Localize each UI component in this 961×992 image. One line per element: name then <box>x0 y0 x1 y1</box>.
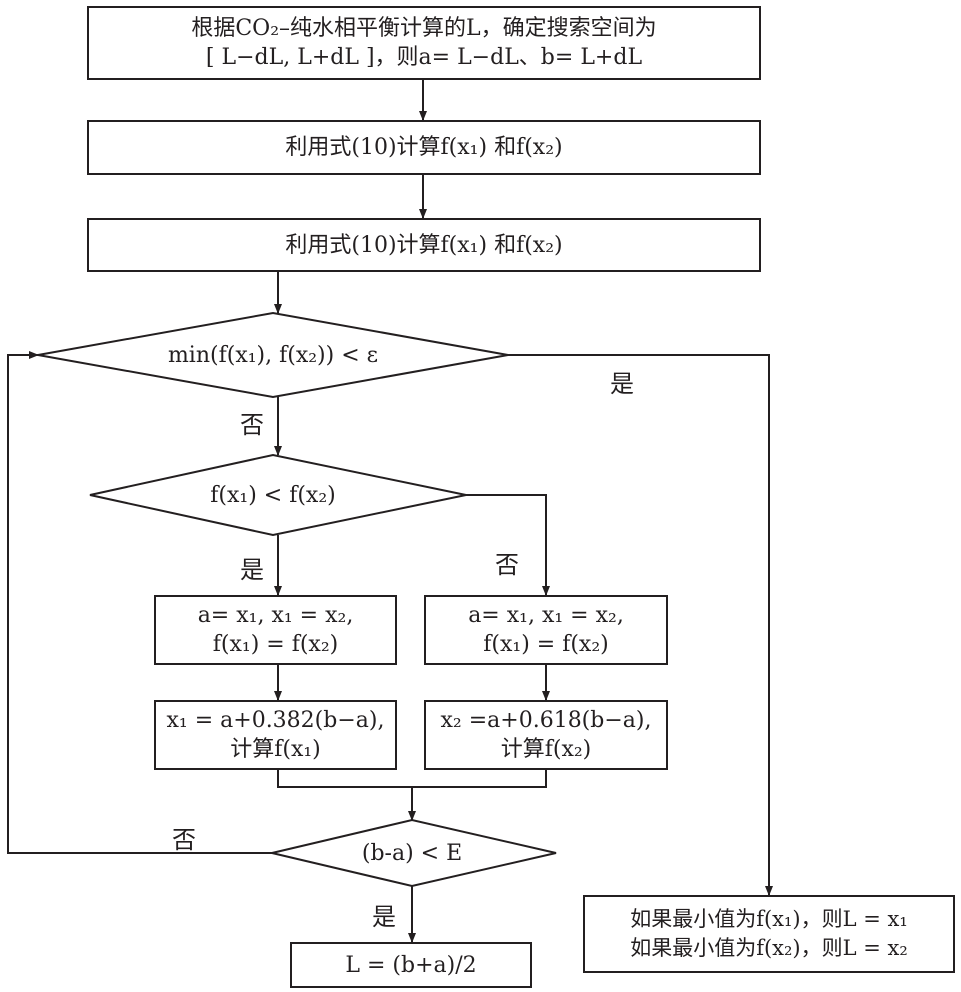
label-yes-converge: 是 <box>372 903 396 931</box>
converge-text: (b-a) < E <box>361 840 463 866</box>
final-box: L = (b+a)/2 <box>290 942 532 988</box>
label-no-min: 否 <box>240 411 264 439</box>
label-yes-min: 是 <box>610 370 634 398</box>
label-no-compare: 否 <box>495 551 519 579</box>
left-recalc-line2: 计算f(x₁) <box>230 737 321 762</box>
left-recalc-line1: x₁ = a+0.382(b−a), <box>166 708 385 733</box>
init-line1: 根据CO₂–纯水相平衡计算的L，确定搜索空间为 <box>191 16 657 41</box>
calc-box-2-text: 利用式(10)计算f(x₁) 和f(x₂) <box>285 232 563 258</box>
min-check-text: min(f(x₁), f(x₂)) < ε <box>167 342 379 368</box>
right-update-line1: a= x₁, x₁ = x₂, <box>468 603 624 628</box>
calc-box-2: 利用式(10)计算f(x₁) 和f(x₂) <box>87 218 761 272</box>
result-line2: 如果最小值为f(x₂)，则L = x₂ <box>630 936 908 960</box>
compare-text: f(x₁) < f(x₂) <box>210 482 336 508</box>
init-box: 根据CO₂–纯水相平衡计算的L，确定搜索空间为 [ L−dL, L+dL ]，则… <box>87 6 761 80</box>
calc-box-1-text: 利用式(10)计算f(x₁) 和f(x₂) <box>285 135 563 160</box>
label-no-converge: 否 <box>172 826 196 854</box>
right-update-box: a= x₁, x₁ = x₂, f(x₁) = f(x₂) <box>424 595 668 665</box>
result-line1: 如果最小值为f(x₁)，则L = x₁ <box>630 907 908 931</box>
right-recalc-box: x₂ =a+0.618(b−a), 计算f(x₂) <box>424 700 668 770</box>
right-recalc-line2: 计算f(x₂) <box>500 737 592 762</box>
right-recalc-line1: x₂ =a+0.618(b−a), <box>440 708 652 733</box>
result-box: 如果最小值为f(x₁)，则L = x₁ 如果最小值为f(x₂)，则L = x₂ <box>583 895 955 973</box>
converge-diamond <box>271 818 557 888</box>
init-line2: [ L−dL, L+dL ]，则a= L−dL、b= L+dL <box>205 45 643 70</box>
left-recalc-box: x₁ = a+0.382(b−a), 计算f(x₁) <box>154 700 397 770</box>
final-text: L = (b+a)/2 <box>345 952 477 978</box>
left-update-line1: a= x₁, x₁ = x₂, <box>197 603 354 628</box>
label-yes-compare: 是 <box>240 556 264 584</box>
left-update-box: a= x₁, x₁ = x₂, f(x₁) = f(x₂) <box>154 595 397 665</box>
right-update-line2: f(x₁) = f(x₂) <box>483 632 609 657</box>
left-update-line2: f(x₁) = f(x₂) <box>212 632 339 657</box>
calc-box-1: 利用式(10)计算f(x₁) 和f(x₂) <box>87 120 761 175</box>
